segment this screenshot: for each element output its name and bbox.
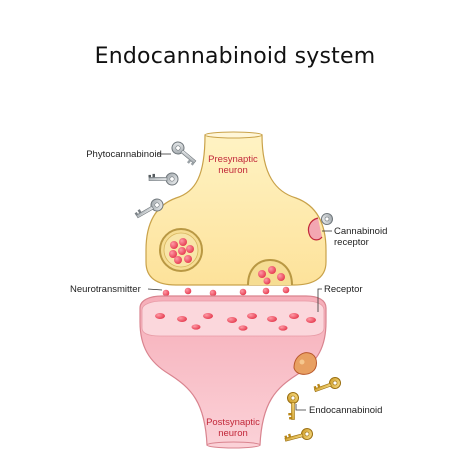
- key-icon: [148, 172, 179, 186]
- receptor-site: [278, 325, 288, 331]
- receptor-site: [289, 313, 299, 319]
- phytocannabinoid-keys: [134, 141, 333, 225]
- neurotransmitter-dot: [184, 255, 192, 263]
- key-icon: [171, 141, 197, 166]
- label-neurotransmitter: Neurotransmitter: [70, 284, 141, 295]
- receptor-site: [238, 325, 248, 331]
- neurotransmitter-dot: [209, 289, 217, 297]
- label-receptor: Receptor: [324, 284, 363, 295]
- neurotransmitter-dot: [178, 247, 186, 255]
- label-cannabinoid-receptor-line2: receptor: [334, 237, 369, 248]
- cannabinoid-receptor: [307, 217, 323, 241]
- receptor-sites: [155, 313, 316, 331]
- neurotransmitter-dot: [268, 266, 276, 274]
- neurotransmitter-dot: [174, 256, 182, 264]
- annotations: Phytocannabinoid Cannabinoid receptor Ne…: [70, 149, 387, 416]
- receptor-site: [267, 316, 277, 322]
- neurotransmitter-dot: [277, 273, 285, 281]
- presynaptic-label-line2: neuron: [218, 165, 248, 176]
- postsynaptic-label-line2: neuron: [218, 428, 248, 439]
- neurotransmitter-dot: [184, 287, 192, 295]
- neurotransmitter-dot: [162, 289, 170, 297]
- neurotransmitter-dot: [169, 250, 177, 258]
- postsynaptic-label-line1: Postsynaptic: [206, 417, 260, 428]
- receptor-site: [177, 316, 187, 322]
- postsynaptic-neuron: Postsynaptic neuron: [139, 295, 327, 449]
- receptor-site: [203, 313, 213, 319]
- neurotransmitter-dot: [282, 286, 290, 294]
- neurotransmitter-dot: [179, 238, 187, 246]
- neurotransmitter-dot: [170, 241, 178, 249]
- endocannabinoid-release-site: [293, 352, 317, 375]
- receptor-site: [247, 313, 257, 319]
- receptor-site: [191, 324, 201, 330]
- presynaptic-neuron: Presynaptic neuron: [145, 131, 327, 286]
- receptor-site: [306, 317, 316, 323]
- endocannabinoid-keys: [284, 377, 341, 442]
- neurotransmitter-dot: [186, 245, 194, 253]
- key-icon: [287, 392, 299, 420]
- key-icon: [284, 428, 313, 442]
- leader-neurotransmitter: [147, 288, 163, 291]
- neurotransmitter-dot: [239, 288, 247, 296]
- neurotransmitter-dot: [262, 287, 270, 295]
- receptor-site: [227, 317, 237, 323]
- leader-endocannabinoid: [295, 404, 306, 411]
- key-icon: [134, 198, 164, 219]
- receptor-site: [155, 313, 165, 319]
- synaptic-vesicle: [159, 228, 203, 272]
- label-endocannabinoid: Endocannabinoid: [309, 405, 382, 416]
- presynaptic-label-line1: Presynaptic: [208, 154, 258, 165]
- neurotransmitter-dot: [258, 270, 266, 278]
- neurotransmitter-dot: [263, 277, 271, 285]
- leader-receptor: [317, 288, 322, 312]
- key-icon: [321, 213, 333, 225]
- label-phytocannabinoid: Phytocannabinoid: [86, 149, 162, 160]
- diagram-title: Endocannabinoid system: [94, 44, 376, 69]
- fusing-vesicle: [247, 258, 293, 286]
- key-icon: [313, 377, 341, 393]
- label-cannabinoid-receptor-line1: Cannabinoid: [334, 226, 387, 237]
